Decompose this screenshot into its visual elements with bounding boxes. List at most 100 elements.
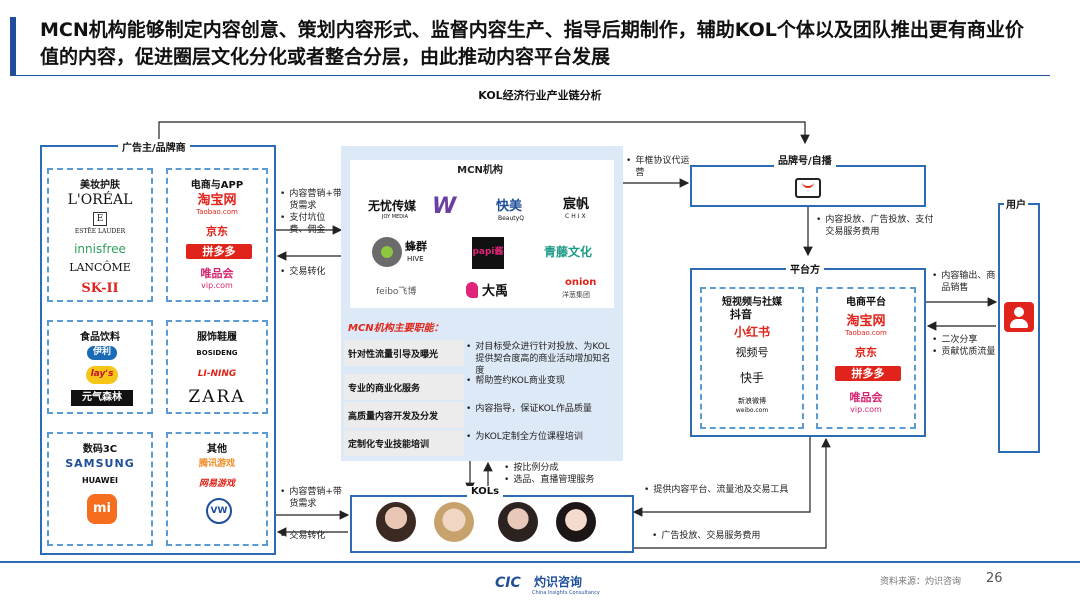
mcn-kol-notes: •按比例分成 •选品、直播管理服务: [504, 462, 634, 486]
category-other-label: 其他: [207, 444, 227, 455]
innisfree-logo: innisfree: [74, 242, 126, 256]
lays-logo: lay's: [86, 366, 118, 384]
qingteng-logo: 青藤文化: [544, 245, 593, 259]
shopping-bag-icon: [795, 178, 821, 198]
hive-en: HIVE: [407, 255, 424, 263]
dayu-emblem-icon: [466, 282, 478, 298]
chix-logo: 宸帆: [563, 197, 590, 212]
title-divider: [10, 75, 1050, 76]
weibo-logo: 新浪微博: [738, 397, 766, 405]
note-platform-tools: •提供内容平台、流量池及交易工具: [644, 485, 789, 495]
duty-desc: •帮助签约KOL商业变现: [466, 376, 565, 386]
netease-games-logo: 网易游戏: [198, 479, 235, 489]
estee-lauder-logo: ESTĒE LAUDER: [74, 228, 126, 235]
page-title: MCN机构能够制定内容创意、策划内容形式、监督内容生产、指导后期制作，辅助KOL…: [40, 19, 1024, 68]
user-body-icon: [1010, 319, 1028, 328]
duty-head: 针对性流量引导及曝光: [344, 340, 464, 366]
bosideng-logo: BOSIDENG: [196, 349, 238, 357]
advertiser-mcn-notes: •内容营销+带货需求 •支付坑位费、佣金: [280, 188, 342, 236]
yili-logo: 伊利: [87, 346, 117, 360]
note-content-marketing: •内容营销+带货需求: [280, 189, 342, 211]
category-beauty-label: 美妆护肤: [80, 180, 120, 191]
note-transaction-conversion: •交易转化: [280, 267, 326, 277]
kol-panel-label: KOLs: [467, 486, 504, 497]
taobao-domain: Taobao.com: [196, 208, 238, 216]
note-kol-transaction: •交易转化: [280, 531, 326, 541]
duty-row: 专业的商业化服务 •帮助签约KOL商业变现: [344, 374, 618, 400]
category-apparel-label: 服饰鞋履: [197, 332, 237, 343]
category-food: 食品饮料 伊利 lay's 元气森林: [47, 320, 153, 414]
kol-avatar: [434, 502, 474, 542]
kol-avatar: [498, 502, 538, 542]
title-accent-bar: [10, 17, 16, 75]
brand-self-label: 品牌号/自播: [774, 152, 836, 167]
note-content-output: •内容输出、商品销售: [932, 271, 996, 293]
joy-media-w-icon: W: [432, 194, 457, 219]
kol-avatar: [376, 502, 416, 542]
note-selection-service: •选品、直播管理服务: [504, 475, 595, 485]
feibo-logo: feibo飞博: [376, 287, 417, 297]
user-head-icon: [1014, 307, 1024, 317]
platform-pinduoduo-logo: 拼多多: [835, 366, 901, 381]
duty-row: 高质量内容开发及分发 •内容指导，保证KOL作品质量: [344, 402, 618, 428]
page-number: 26: [986, 571, 1003, 586]
mcn-logo-card: [350, 160, 614, 308]
platform-taobao-domain: Taobao.com: [845, 329, 887, 337]
kol-to-platform-arrow: [634, 437, 831, 549]
lining-logo: LI-NING: [197, 369, 237, 379]
joy-media-en: JOY MEDIA: [382, 214, 408, 220]
duty-head: 专业的商业化服务: [344, 374, 464, 400]
duty-row: 针对性流量引导及曝光 •对目标受众进行针对投放、为KOL提供契合度高的商业活动增…: [344, 340, 618, 376]
platform-short-video-label: 短视频与社媒: [722, 297, 782, 308]
user-label: 用户: [1004, 196, 1028, 211]
platform-to-kol-arrow: [632, 437, 811, 517]
platform-taobao-logo: 淘宝网: [846, 314, 886, 329]
category-ecommerce-app-label: 电商与APP: [190, 180, 244, 191]
category-apparel: 服饰鞋履 BOSIDENG LI-NING ZARA: [166, 320, 268, 414]
hive-emblem-dot-icon: [381, 246, 393, 258]
note-quality-traffic: •贡献优质流量: [932, 347, 996, 357]
cic-logo-icon: CIC: [495, 575, 521, 591]
note-pay-fees: •支付坑位费、佣金: [280, 213, 326, 235]
mcn-advertiser-note: •交易转化: [280, 266, 342, 278]
duty-desc: •对目标受众进行针对投放、为KOL提供契合度高的商业活动增加知名度: [466, 342, 611, 376]
jd-logo: 京东: [206, 225, 228, 238]
xiaomi-logo: mi: [87, 494, 117, 524]
user-icon: [1004, 302, 1034, 332]
shopping-bag-smile-icon: [802, 182, 814, 188]
volkswagen-logo: VW: [206, 498, 232, 524]
mcn-duties-title: MCN机构主要职能：: [348, 323, 444, 334]
platform-vipshop-domain: vip.com: [850, 405, 882, 414]
category-beauty: 美妆护肤 L'ORÉAL E ESTĒE LAUDER innisfree LA…: [47, 168, 153, 302]
estee-lauder-emblem-icon: E: [93, 212, 107, 226]
platform-short-video: 短视频与社媒 抖音 小红书 视频号 快手 新浪微博 weibo.com: [700, 287, 804, 429]
platform-ecommerce-label: 电商平台: [846, 297, 886, 308]
advertiser-panel-label: 广告主/品牌商: [118, 139, 190, 154]
annual-agreement-note: •年框协议代运营: [626, 155, 696, 179]
category-digital-label: 数码3C: [82, 444, 118, 455]
hive-logo: 蜂群: [405, 240, 427, 253]
joy-media-logo: 无忧传媒: [368, 199, 417, 213]
chix-en: CHIX: [565, 213, 588, 220]
kol-platform-note: •广告投放、交易服务费用: [652, 530, 822, 542]
douyin-logo: 抖音: [730, 308, 752, 321]
company-name-en: China Insights Consultancy: [532, 590, 600, 596]
vipshop-logo: 唯品会: [200, 267, 234, 280]
papi-logo: papi酱: [472, 237, 504, 269]
xiaohongshu-logo: 小红书: [733, 325, 770, 339]
kol-advertiser-note: •交易转化: [280, 530, 346, 542]
duty-desc: •内容指导，保证KOL作品质量: [466, 404, 592, 414]
wechat-channels-logo: 视频号: [735, 346, 769, 359]
note-ad-fees: •广告投放、交易服务费用: [652, 531, 761, 541]
huawei-logo: HUAWEI: [81, 476, 119, 485]
category-other: 其他 腾讯游戏 网易游戏 VW: [166, 432, 268, 546]
pinduoduo-logo: 拼多多: [186, 244, 252, 259]
platform-label: 平台方: [786, 261, 824, 276]
onion-emblem-icon: onion: [565, 277, 597, 288]
note-annual-agreement: •年框协议代运营: [626, 156, 690, 178]
duty-row: 定制化专业技能培训 •为KOL定制全方位课程培训: [344, 430, 618, 456]
duty-desc: •为KOL定制全方位课程培训: [466, 432, 583, 442]
beautyq-en: BeautyQ: [498, 215, 524, 222]
duty-head: 高质量内容开发及分发: [344, 402, 464, 428]
advertiser-kol-note: •内容营销+带货需求: [280, 486, 346, 510]
